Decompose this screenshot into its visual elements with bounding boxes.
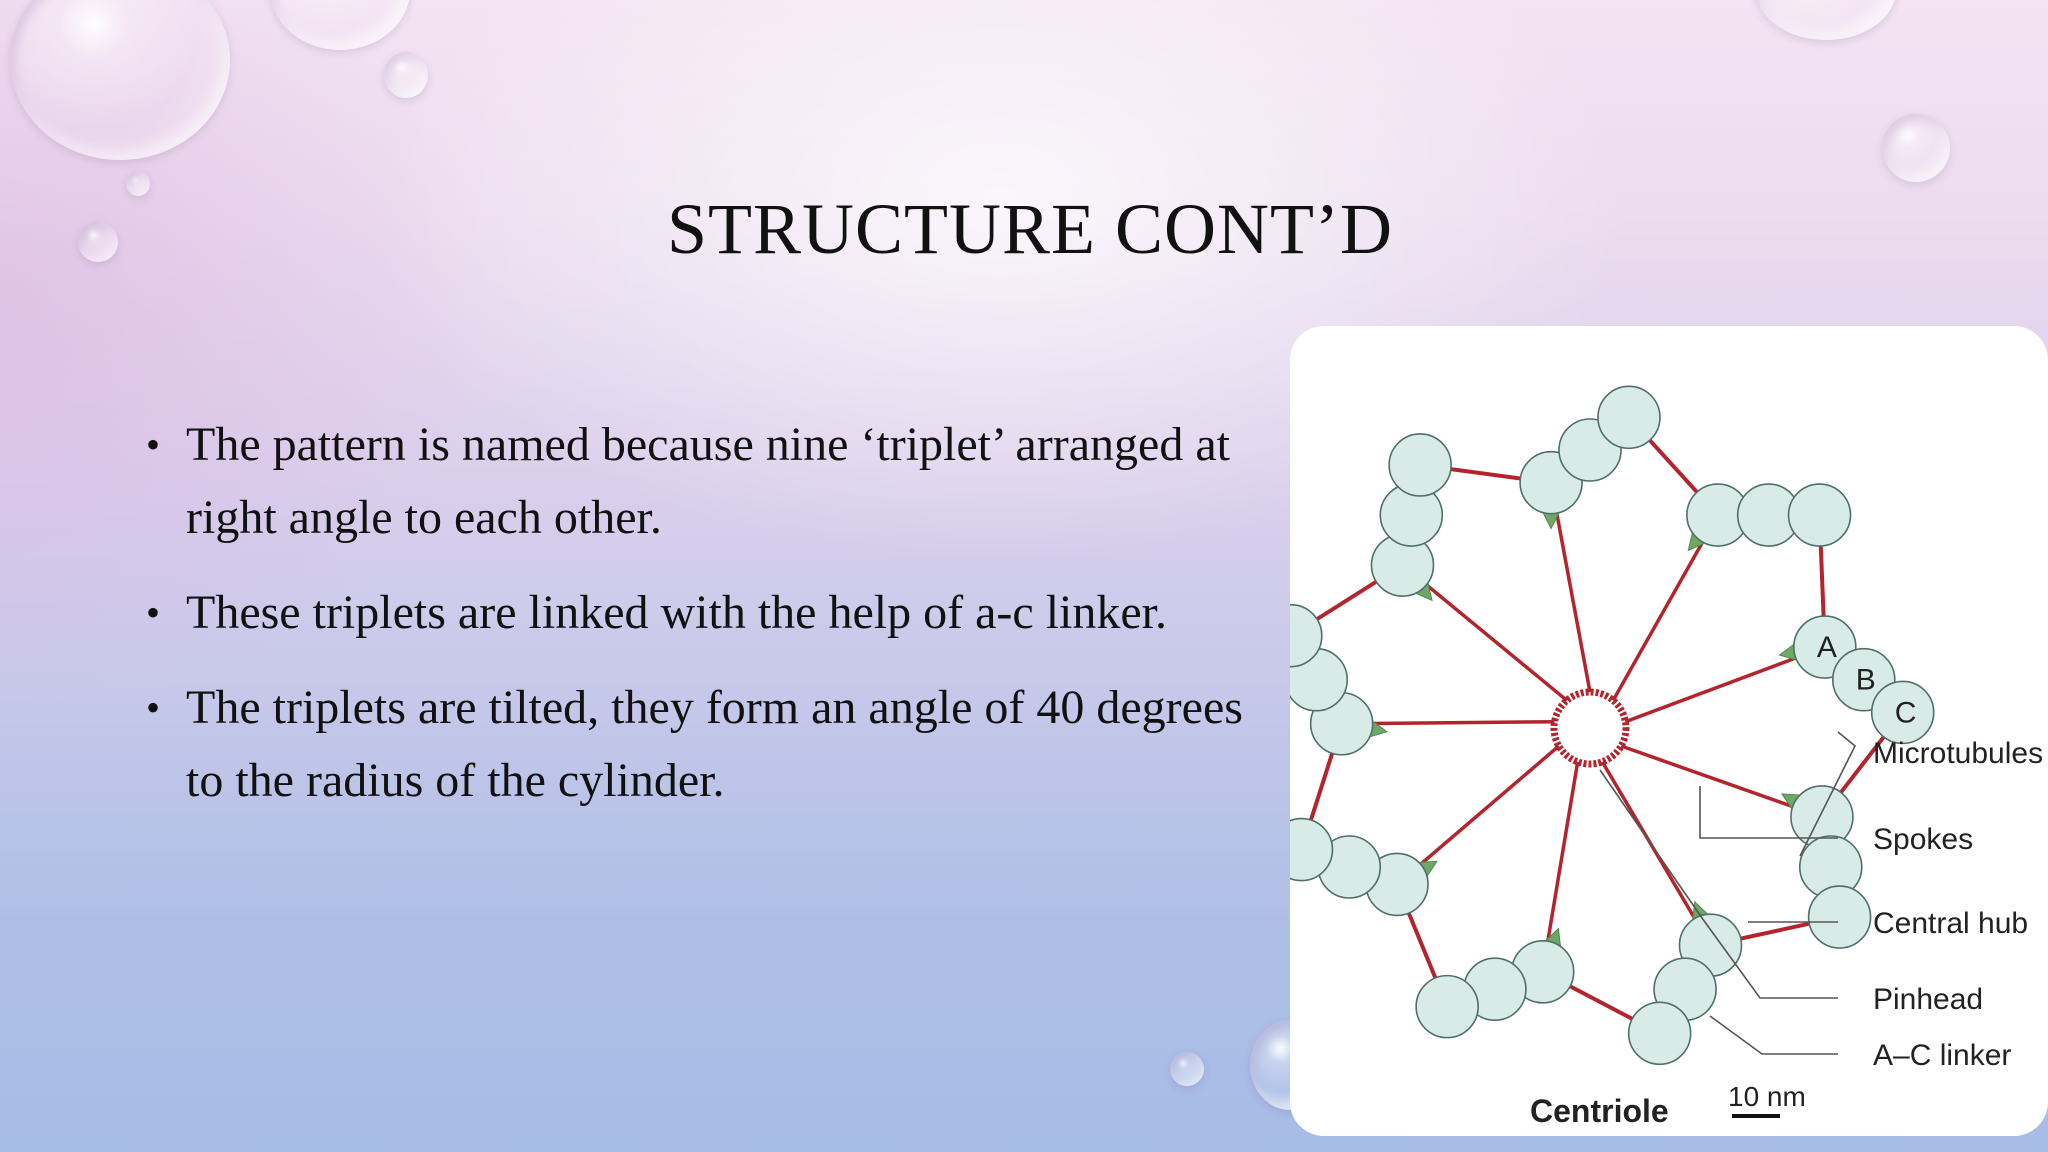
slide-title: STRUCTURE CONT’D bbox=[666, 189, 1393, 269]
leader-line-pinhead bbox=[1599, 769, 1838, 999]
spoke-line bbox=[1341, 719, 1555, 726]
triplet-letter-b: B bbox=[1856, 664, 1876, 697]
spoke-line bbox=[1401, 563, 1568, 702]
bullet-text: These triplets are linked with the help … bbox=[186, 586, 1167, 639]
triplet-letter-c: C bbox=[1895, 696, 1917, 729]
bullet-list: • The pattern is named because nine ‘trip… bbox=[140, 408, 1280, 839]
diagram-caption: Centriole bbox=[1530, 1093, 1669, 1129]
microtubule bbox=[1627, 1001, 1692, 1066]
microtubule bbox=[1870, 680, 1935, 745]
scale-bar-label: 10 nm bbox=[1728, 1081, 1806, 1112]
bullet-dot: • bbox=[146, 685, 161, 730]
spoke-line bbox=[1620, 744, 1823, 819]
bullet-dot: • bbox=[146, 422, 161, 467]
leader-line-microtubules bbox=[1799, 731, 1857, 857]
central-hub bbox=[1550, 688, 1630, 768]
bullet-item: • The pattern is named because nine ‘trip… bbox=[140, 408, 1280, 554]
bullet-item: • The triplets are tilted, they form an a… bbox=[140, 671, 1280, 817]
spokes-group bbox=[1341, 482, 1826, 973]
label-leader-lines bbox=[1599, 731, 1857, 1055]
microtubule bbox=[1787, 483, 1852, 547]
water-droplet-small bbox=[78, 222, 118, 262]
water-droplet-large bbox=[10, 0, 230, 160]
microtubule bbox=[1807, 885, 1872, 949]
bullet-item: • These triplets are linked with the help… bbox=[140, 576, 1280, 649]
spoke-line bbox=[1600, 760, 1713, 947]
label-ac-linker: A–C linker bbox=[1873, 1039, 2011, 1072]
microtubule bbox=[1290, 603, 1323, 668]
spoke-line bbox=[1611, 514, 1720, 702]
label-microtubules: Microtubules bbox=[1873, 737, 2043, 770]
triplet-letter-a: A bbox=[1817, 631, 1837, 664]
water-droplet-small bbox=[384, 52, 428, 98]
microtubule bbox=[1290, 817, 1334, 882]
bullet-text: The pattern is named because nine ‘tripl… bbox=[186, 418, 1230, 544]
water-droplet bbox=[1882, 114, 1950, 182]
bullet-dot: • bbox=[146, 590, 161, 635]
leader-line-ac-linker bbox=[1709, 1015, 1838, 1055]
microtubule bbox=[1597, 385, 1661, 450]
spoke-line bbox=[1540, 761, 1580, 973]
centriole-diagram-svg: ABC Microtubules Spokes Central hub Pinh… bbox=[1290, 385, 2043, 1129]
microtubule bbox=[1415, 974, 1479, 1039]
label-central-hub: Central hub bbox=[1873, 907, 2028, 940]
water-droplet-small bbox=[1170, 1052, 1204, 1086]
label-pinhead: Pinhead bbox=[1873, 983, 1983, 1016]
spoke-line bbox=[1624, 645, 1826, 724]
label-spokes: Spokes bbox=[1873, 823, 1973, 856]
bullet-text: The triplets are tilted, they form an an… bbox=[186, 681, 1243, 807]
spoke-line bbox=[1549, 482, 1592, 693]
spoke-line bbox=[1395, 744, 1560, 886]
microtubule bbox=[1388, 433, 1452, 497]
water-droplet-small bbox=[126, 172, 150, 196]
triplets-group bbox=[1290, 385, 1935, 1066]
leader-line-spokes bbox=[1699, 786, 1838, 839]
